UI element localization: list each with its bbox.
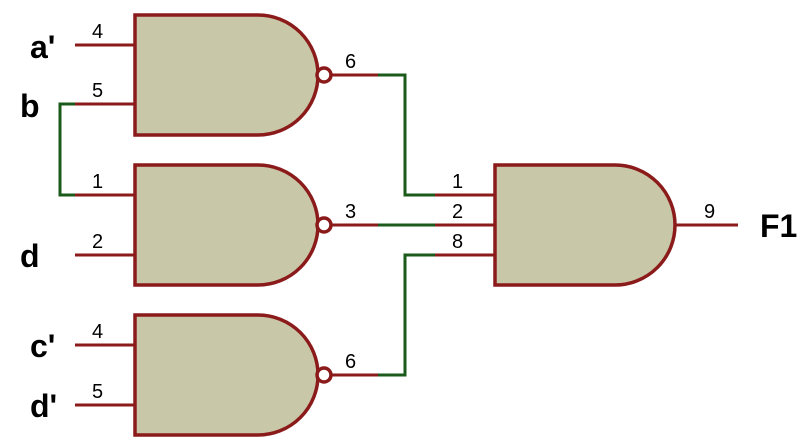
gate1-input2-pin-number: 5 [92,80,103,102]
gate3-input2-pin-number: 5 [92,381,103,403]
gate2-input2-pin-number: 2 [92,231,103,253]
wire-gate3-to-gate4 [378,253,435,377]
gate3-input1-pin-number: 4 [92,321,103,343]
gate3-inversion-bubble [315,366,333,384]
gate1-output-pin-number: 6 [345,51,356,73]
gate4-input2-pin-number: 2 [452,201,463,223]
signal-label-d: d [20,238,40,274]
gate1-input1-pin-number: 4 [92,21,103,43]
gate2-body [133,163,320,287]
gate1-inversion-bubble [315,66,333,84]
gate4-input3-pin-number: 8 [452,231,463,253]
gate4-body [493,163,677,287]
nand-gate-2: 1 2 3 [75,163,378,287]
signal-label-f1: F1 [760,208,797,244]
signal-label-d-prime: d' [30,388,57,424]
wire-gate1-to-gate4 [378,73,435,197]
gate2-output-pin-number: 3 [345,201,356,223]
nand-gate-3: 4 5 6 [75,313,378,437]
gate2-input1-pin-number: 1 [92,171,103,193]
gate4-output-pin-number: 9 [704,201,715,223]
signal-label-b: b [20,88,40,124]
gate3-output-pin-number: 6 [345,351,356,373]
gate1-body [133,13,320,137]
gate2-inversion-bubble [315,216,333,234]
and-gate-output: 1 2 8 9 [435,163,738,287]
wire-b [58,102,75,197]
signal-label-c-prime: c' [30,328,55,364]
nand-gate-1: 4 5 6 [75,13,378,137]
signal-label-a-prime: a' [30,29,55,65]
gate3-body [133,313,320,437]
gate4-input1-pin-number: 1 [452,171,463,193]
